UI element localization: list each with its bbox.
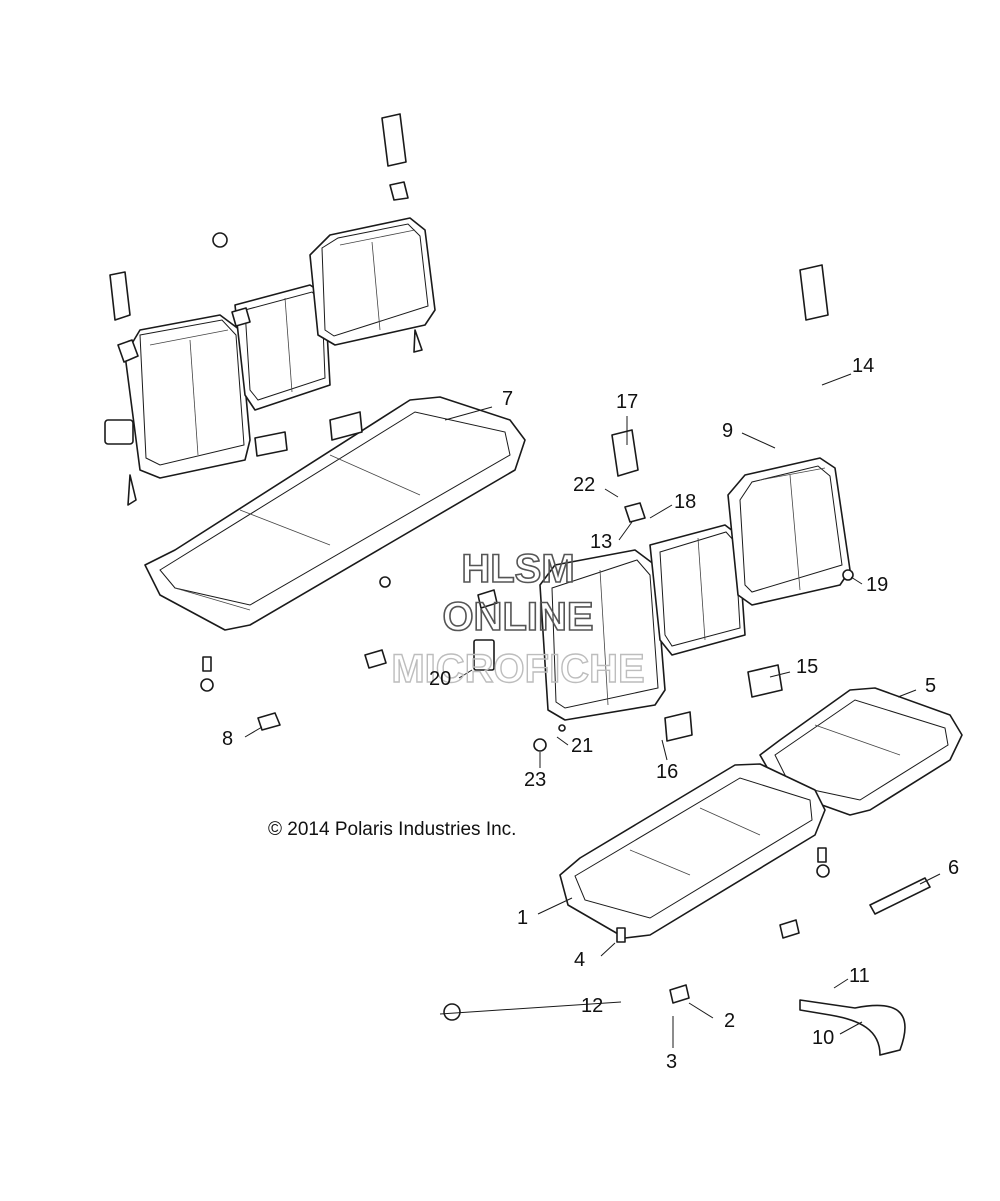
callout-labels: 7 14 17 9 22 18 13 19 5 15 20 21 16 23 8… — [222, 355, 959, 1073]
watermark: HLSM ONLINE MICROFICHE — [391, 546, 646, 692]
callout-22: 22 — [573, 474, 595, 496]
front-seat-cushion-1 — [559, 763, 826, 939]
callout-21: 21 — [571, 735, 593, 757]
callout-18: 18 — [674, 491, 696, 513]
callout-4: 4 — [574, 949, 585, 971]
callout-15: 15 — [796, 656, 818, 678]
callout-17: 17 — [616, 391, 638, 413]
callout-12: 12 — [581, 995, 603, 1017]
watermark-line3: MICROFICHE — [391, 647, 644, 691]
front-seat-back — [473, 264, 854, 752]
callout-8: 8 — [222, 728, 233, 750]
callout-7: 7 — [502, 388, 513, 410]
rear-seat-cushion — [144, 396, 526, 631]
callout-10: 10 — [812, 1027, 834, 1049]
callout-20: 20 — [429, 668, 451, 690]
callout-19: 19 — [866, 574, 888, 596]
hardware — [200, 576, 931, 1056]
callout-13: 13 — [590, 531, 612, 553]
callout-9: 9 — [722, 420, 733, 442]
copyright-text: © 2014 Polaris Industries Inc. — [268, 819, 516, 840]
watermark-line1: HLSM — [461, 547, 574, 591]
callout-1: 1 — [517, 907, 528, 929]
callout-16: 16 — [656, 761, 678, 783]
leader-lines — [244, 373, 941, 1048]
watermark-line2: ONLINE — [442, 595, 593, 639]
callout-14: 14 — [852, 355, 874, 377]
callout-11: 11 — [849, 965, 870, 987]
callout-5: 5 — [925, 675, 936, 697]
callout-6: 6 — [948, 857, 959, 879]
callout-23: 23 — [524, 769, 546, 791]
callout-2: 2 — [724, 1010, 735, 1032]
callout-3: 3 — [666, 1051, 677, 1073]
rear-seat-back-left — [104, 113, 436, 506]
